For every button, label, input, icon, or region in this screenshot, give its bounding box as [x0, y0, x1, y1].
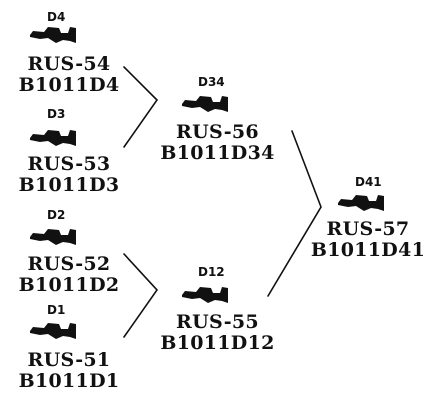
connector-d2-d1-to-d12	[123, 253, 159, 338]
node-d3-labels: RUS-53 B1011D3	[4, 154, 134, 196]
node-tag: D1	[47, 303, 66, 317]
key-profile-icon	[338, 195, 384, 211]
key-profile-icon	[182, 287, 228, 303]
node-tag: D12	[198, 265, 225, 279]
node-tag: D41	[355, 175, 382, 189]
node-d4: D4	[47, 11, 65, 23]
node-code: B1011D1	[18, 370, 120, 392]
node-tag: D2	[47, 208, 66, 222]
node-d2-labels: RUS-52 B1011D2	[4, 254, 134, 296]
node-code: B1011D3	[18, 174, 120, 196]
node-code: B1011D4	[18, 74, 120, 96]
key-profile-icon	[30, 229, 76, 245]
node-tag: D34	[198, 75, 225, 89]
node-d2: D2	[47, 209, 65, 221]
node-model: RUS-56	[176, 121, 259, 143]
node-d41: D41	[355, 176, 382, 188]
connector-d34-d12-to-d41	[267, 130, 322, 297]
key-profile-icon	[30, 130, 76, 146]
node-d12-labels: RUS-55 B1011D12	[145, 312, 290, 354]
key-profile-icon	[30, 323, 76, 339]
node-d3: D3	[47, 108, 65, 120]
node-tag: D4	[47, 10, 66, 24]
node-d4-labels: RUS-54 B1011D4	[4, 54, 134, 96]
node-model: RUS-54	[27, 53, 111, 75]
node-code: B1011D34	[160, 142, 275, 164]
node-code: B1011D2	[18, 274, 120, 296]
node-d1-labels: RUS-51 B1011D1	[4, 350, 134, 392]
key-profile-icon	[30, 27, 76, 43]
node-code: B1011D41	[310, 239, 426, 261]
key-profile-icon	[182, 96, 228, 112]
node-d34: D34	[198, 76, 225, 88]
node-model: RUS-55	[176, 311, 259, 333]
node-model: RUS-51	[27, 349, 111, 371]
node-model: RUS-57	[326, 218, 410, 240]
node-code: B1011D12	[160, 332, 275, 354]
node-model: RUS-53	[27, 153, 111, 175]
node-d34-labels: RUS-56 B1011D34	[145, 122, 290, 164]
node-d1: D1	[47, 304, 65, 316]
connector-d4-d3-to-d34	[123, 66, 159, 148]
node-tag: D3	[47, 107, 66, 121]
node-model: RUS-52	[27, 253, 111, 275]
node-d41-labels: RUS-57 B1011D41	[300, 219, 436, 261]
node-d12: D12	[198, 266, 225, 278]
